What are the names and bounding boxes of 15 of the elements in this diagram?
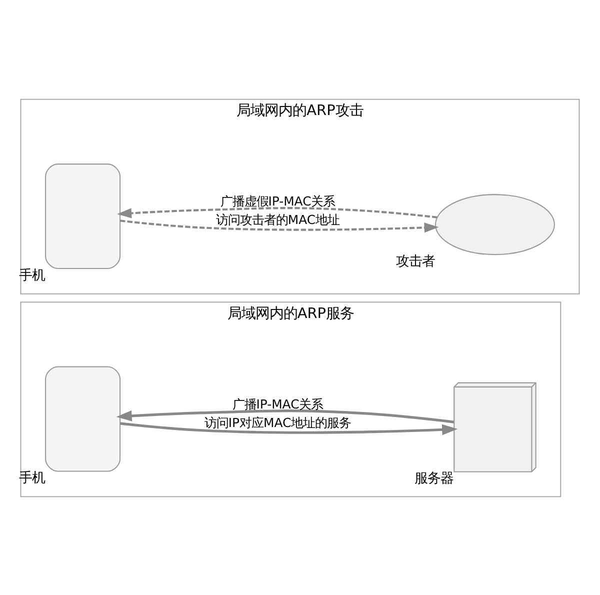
arrow <box>117 206 438 218</box>
node-label: 手机 <box>19 268 46 283</box>
node-box <box>45 163 121 269</box>
edge-label: 访问IP对应MAC地址的服务 <box>204 414 352 430</box>
arrow <box>120 219 439 232</box>
edge-label: 广播IP-MAC关系 <box>232 396 324 411</box>
node-ellipse <box>434 194 555 255</box>
node-label: 服务器 <box>414 471 454 486</box>
node-box <box>45 366 121 472</box>
arrow <box>120 422 458 435</box>
node-label: 攻击者 <box>396 254 435 269</box>
edge-label: 访问攻击者的MAC地址 <box>216 212 340 227</box>
node-label: 手机 <box>19 470 46 486</box>
edge-label: 广播虚假IP-MAC关系 <box>220 193 336 208</box>
arrow <box>116 409 454 423</box>
